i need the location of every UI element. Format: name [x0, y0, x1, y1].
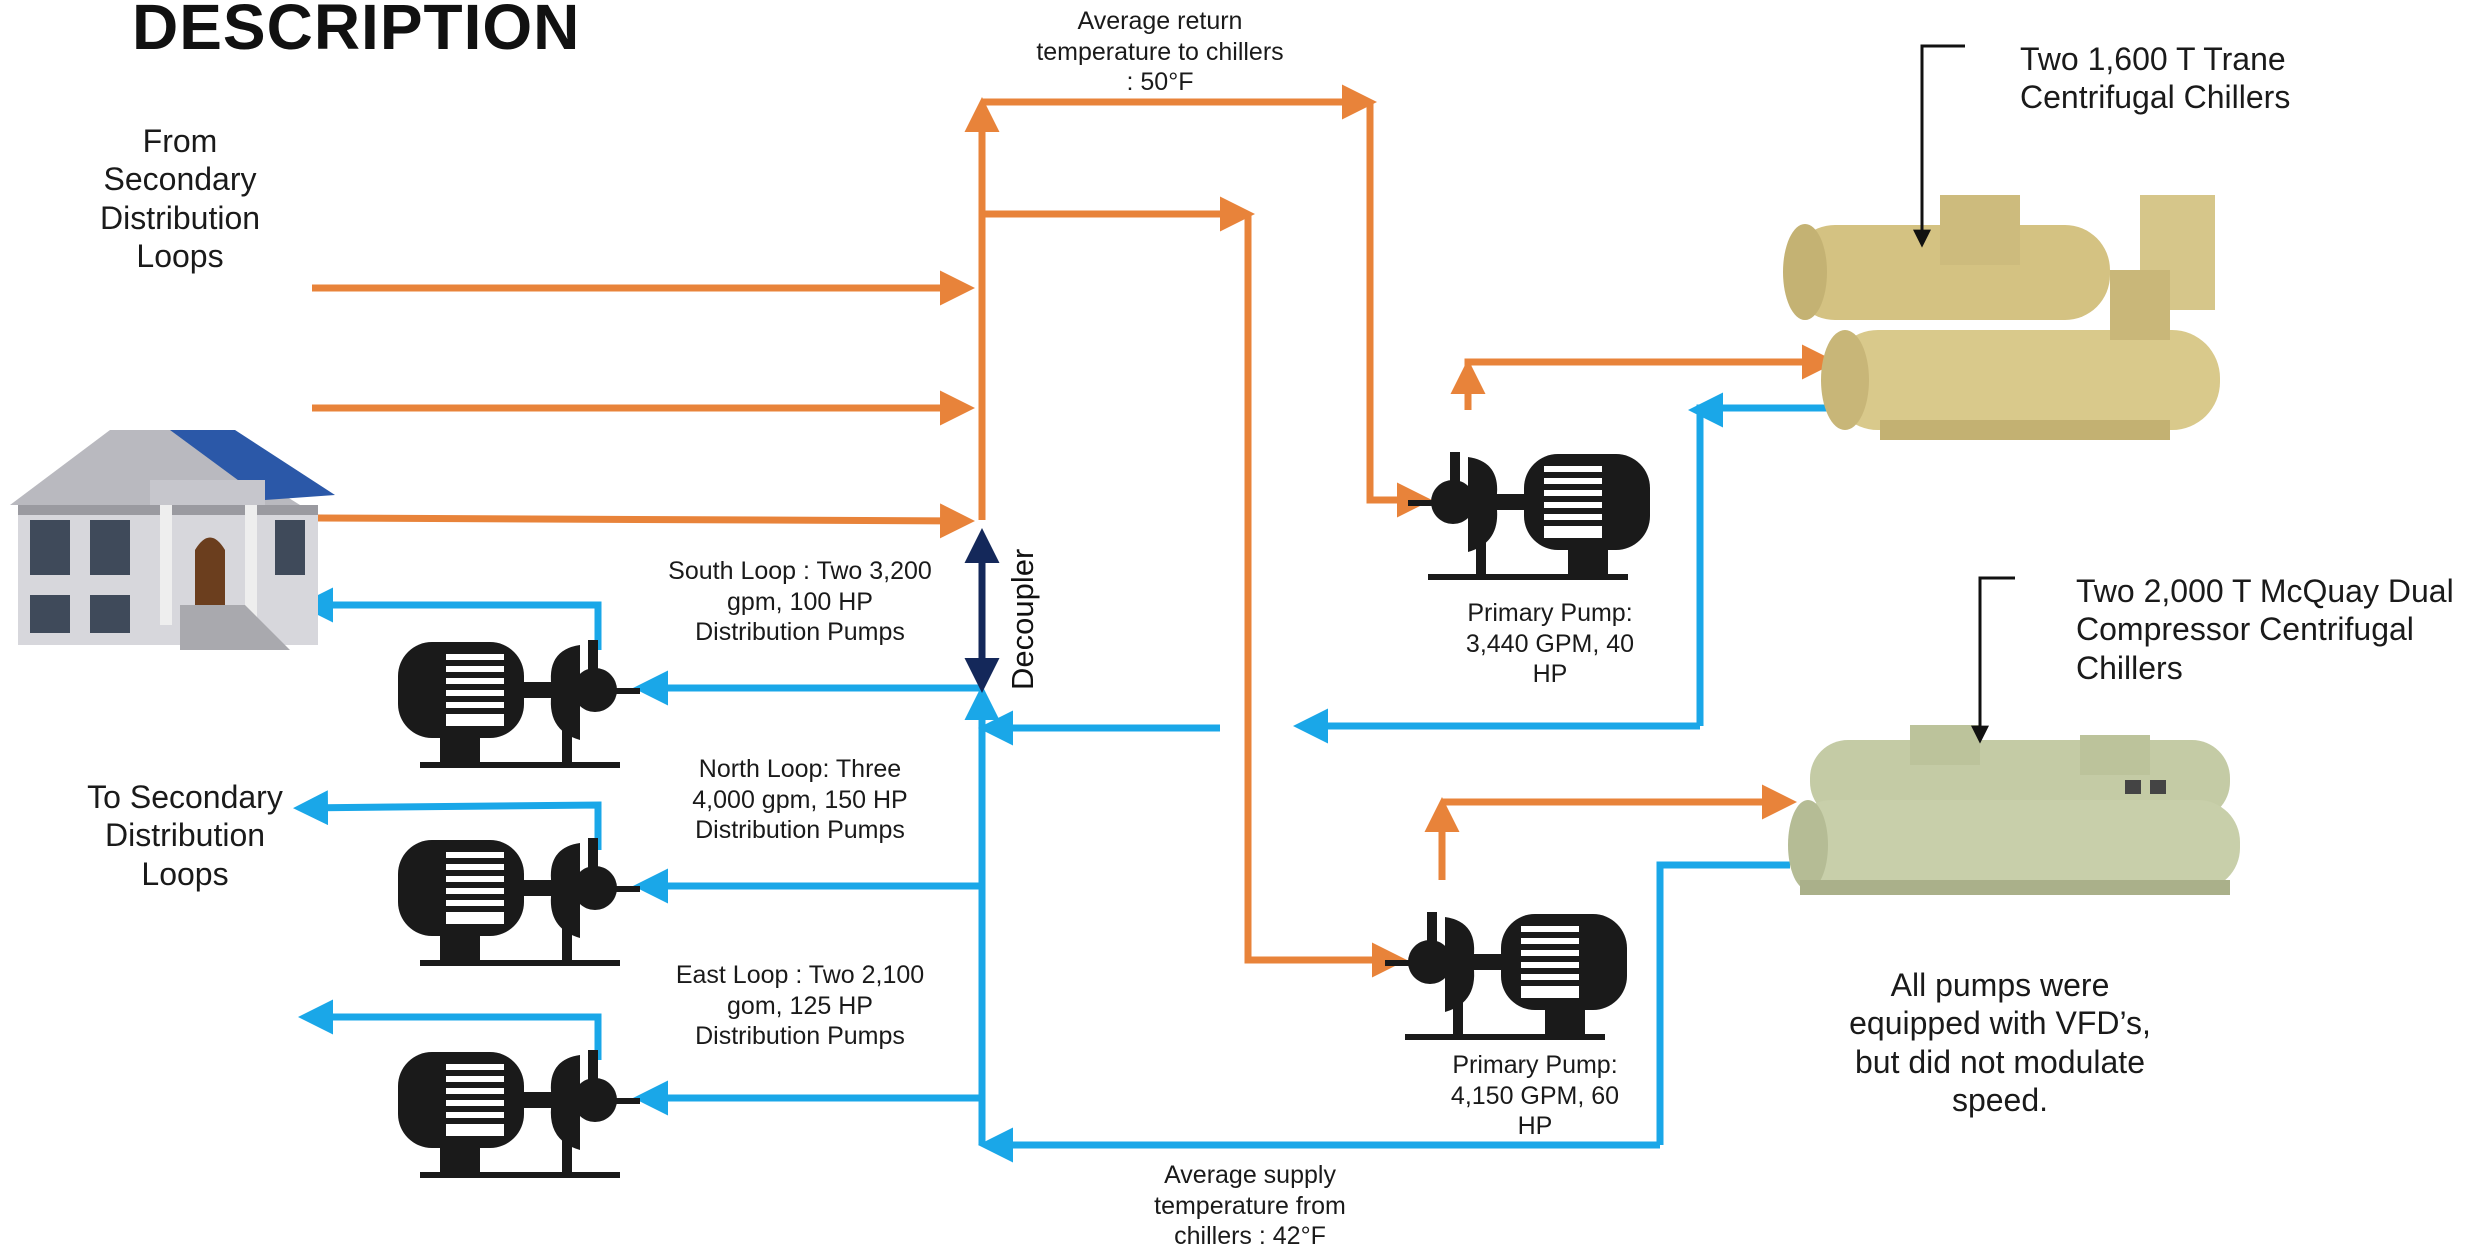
label-line: temperature to chillers: [960, 37, 1360, 68]
to-secondary-label: To Secondary Distribution Loops: [60, 778, 310, 893]
return-line-3: [318, 518, 968, 521]
label-line: Average return: [960, 6, 1360, 37]
label-line: Average supply: [1050, 1160, 1450, 1191]
label-line: 3,440 GPM, 40: [1420, 629, 1680, 660]
south-loop-label: South Loop : Two 3,200 gpm, 100 HP Distr…: [640, 556, 960, 648]
label-line: North Loop: Three: [640, 754, 960, 785]
label-line: equipped with VFD’s,: [1800, 1004, 2200, 1042]
label-line: : 50°F: [960, 67, 1360, 98]
primary-pump-2-label: Primary Pump: 4,150 GPM, 60 HP: [1400, 1050, 1670, 1142]
mcquay-chillers-label: Two 2,000 T McQuay Dual Compressor Centr…: [2076, 572, 2476, 687]
label-line: Primary Pump:: [1400, 1050, 1670, 1081]
distribution-pump-icon: [398, 838, 640, 966]
vfd-note: All pumps were equipped with VFD’s, but …: [1800, 966, 2200, 1120]
north-loop-label: North Loop: Three 4,000 gpm, 150 HP Dist…: [640, 754, 960, 846]
return-to-pump1: [1370, 102, 1425, 500]
label-line: Primary Pump:: [1420, 598, 1680, 629]
supply-temp-label: Average supply temperature from chillers…: [1050, 1160, 1450, 1252]
label-line: Distribution Pumps: [640, 617, 960, 648]
trane-chillers-label: Two 1,600 T Trane Centrifugal Chillers: [2020, 40, 2400, 117]
label-line: Loops: [70, 237, 290, 275]
label-line: Two 1,600 T Trane: [2020, 40, 2400, 78]
label-line: All pumps were: [1800, 966, 2200, 1004]
label-line: From: [70, 122, 290, 160]
return-to-pump2: [1248, 214, 1400, 960]
label-line: Loops: [60, 855, 310, 893]
mcquay-supply: [1660, 865, 1790, 1145]
distribution-pump-icon: [398, 1050, 640, 1178]
label-line: but did not modulate: [1800, 1043, 2200, 1081]
label-line: Distribution Pumps: [640, 815, 960, 846]
decoupler-label: Decoupler: [1005, 549, 1041, 690]
return-temp-label: Average return temperature to chillers :…: [960, 6, 1360, 98]
label-line: South Loop : Two 3,200: [640, 556, 960, 587]
label-line: gom, 125 HP: [640, 991, 960, 1022]
label-line: HP: [1420, 659, 1680, 690]
primary-pump-icon: [1408, 452, 1650, 580]
label-line: To Secondary: [60, 778, 310, 816]
label-line: Two 2,000 T McQuay Dual: [2076, 572, 2476, 610]
label-line: East Loop : Two 2,100: [640, 960, 960, 991]
primary-pump-1-label: Primary Pump: 3,440 GPM, 40 HP: [1420, 598, 1680, 690]
distribution-pump-icon: [398, 640, 640, 768]
pump1-discharge: [1468, 362, 1860, 410]
page-title: DESCRIPTION: [132, 0, 580, 64]
label-line: 4,000 gpm, 150 HP: [640, 785, 960, 816]
primary-pump-icon: [1385, 912, 1627, 1040]
trane-chiller-icon: [1783, 195, 2220, 440]
trane-supply: [1700, 408, 1845, 726]
label-line: chillers : 42°F: [1050, 1221, 1450, 1252]
label-line: Secondary: [70, 160, 290, 198]
from-secondary-label: From Secondary Distribution Loops: [70, 122, 290, 276]
label-line: HP: [1400, 1111, 1670, 1142]
label-line: Chillers: [2076, 649, 2476, 687]
east-loop-label: East Loop : Two 2,100 gom, 125 HP Distri…: [640, 960, 960, 1052]
mcquay-callout: [1980, 578, 2015, 740]
label-line: Distribution: [70, 199, 290, 237]
mcquay-chiller-icon: [1788, 725, 2240, 895]
label-line: speed.: [1800, 1081, 2200, 1119]
label-line: Compressor Centrifugal: [2076, 610, 2476, 648]
label-line: gpm, 100 HP: [640, 587, 960, 618]
label-line: Distribution Pumps: [640, 1021, 960, 1052]
label-line: Centrifugal Chillers: [2020, 78, 2400, 116]
label-line: Distribution: [60, 816, 310, 854]
label-line: 4,150 GPM, 60: [1400, 1081, 1670, 1112]
building-icon: [10, 430, 335, 650]
label-line: temperature from: [1050, 1191, 1450, 1222]
